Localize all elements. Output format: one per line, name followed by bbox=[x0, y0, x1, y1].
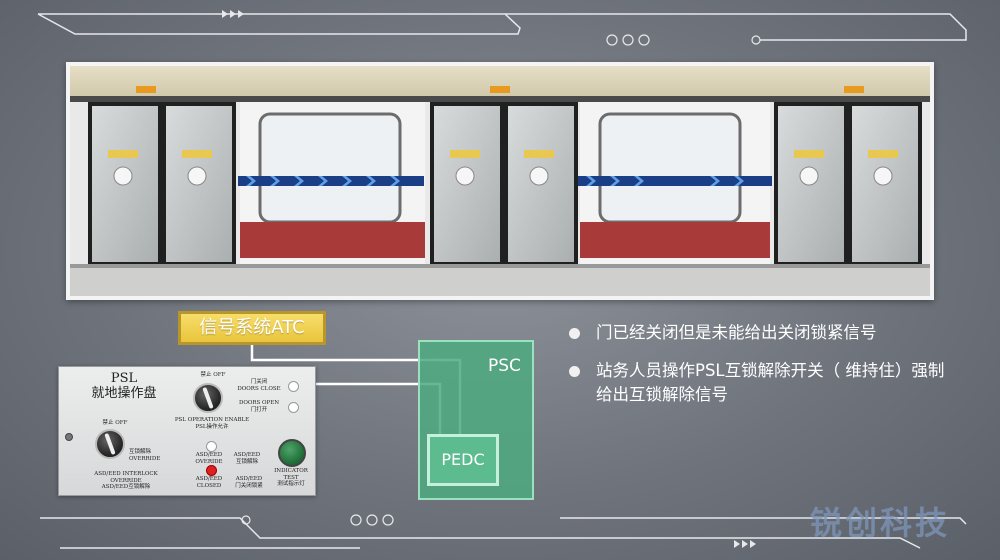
screw-icon bbox=[65, 433, 73, 441]
knob1-override-label: 互锁解除 OVERRIDE bbox=[129, 449, 161, 462]
bullet-text-1: 门已经关闭但是未能给出关闭锁紧信号 bbox=[596, 323, 877, 342]
company-logo: 锐创科技 bbox=[810, 504, 951, 542]
override-lamp-right-label: ASD/EED 互锁解除 bbox=[233, 452, 261, 465]
psl-local-control-panel: PSL 就地操作盘 禁止 OFF 互锁解除 OVERRIDE ASD/EED I… bbox=[58, 366, 316, 496]
doors-open-button[interactable] bbox=[288, 402, 299, 413]
doors-close-button[interactable] bbox=[288, 381, 299, 392]
closed-lamp-right-label: ASD/EED 门关闭锁紧 bbox=[235, 476, 263, 489]
closed-indicator-lamp bbox=[206, 465, 217, 476]
indicator-test-button[interactable] bbox=[278, 439, 306, 467]
panel-title: PSL 就地操作盘 bbox=[91, 371, 157, 401]
psc-label: PSC bbox=[488, 356, 521, 376]
indicator-test-label: INDICATOR TEST 测试指示灯 bbox=[274, 468, 308, 487]
override-lamp-label: ASD/EED OVERIDE bbox=[195, 452, 223, 465]
doors-close-label: 门关闭 DOORS CLOSE bbox=[237, 379, 281, 392]
pedc-box: PEDC bbox=[427, 434, 499, 486]
knob1-off-label: 禁止 OFF bbox=[102, 420, 128, 426]
platform-doors-illustration bbox=[70, 66, 930, 296]
closed-lamp-label: ASD/EED CLOSED bbox=[195, 476, 223, 489]
interlock-override-key-switch[interactable] bbox=[95, 429, 125, 459]
bullet-dot bbox=[569, 328, 580, 339]
doors-open-label: DOORS OPEN 门打开 bbox=[238, 400, 280, 413]
bullet-dot bbox=[569, 366, 580, 377]
knob2-bottom-label: PSL OPERATION ENABLE PSL操作允许 bbox=[174, 417, 250, 430]
psl-operation-enable-key-switch[interactable] bbox=[193, 383, 223, 413]
override-indicator-lamp bbox=[206, 441, 217, 452]
bullet-text-2: 站务人员操作PSL互锁解除开关（ 维持住）强制给出互锁解除信号 bbox=[596, 361, 945, 404]
knob1-bottom-label: ASD/EED INTERLOCK OVERRIDE ASD/EED互锁解除 bbox=[94, 471, 158, 490]
signal-system-atc-box: 信号系统ATC bbox=[178, 311, 326, 345]
platform-screen-doors-photo bbox=[66, 62, 934, 300]
knob2-off-label: 禁止 OFF bbox=[200, 372, 226, 378]
